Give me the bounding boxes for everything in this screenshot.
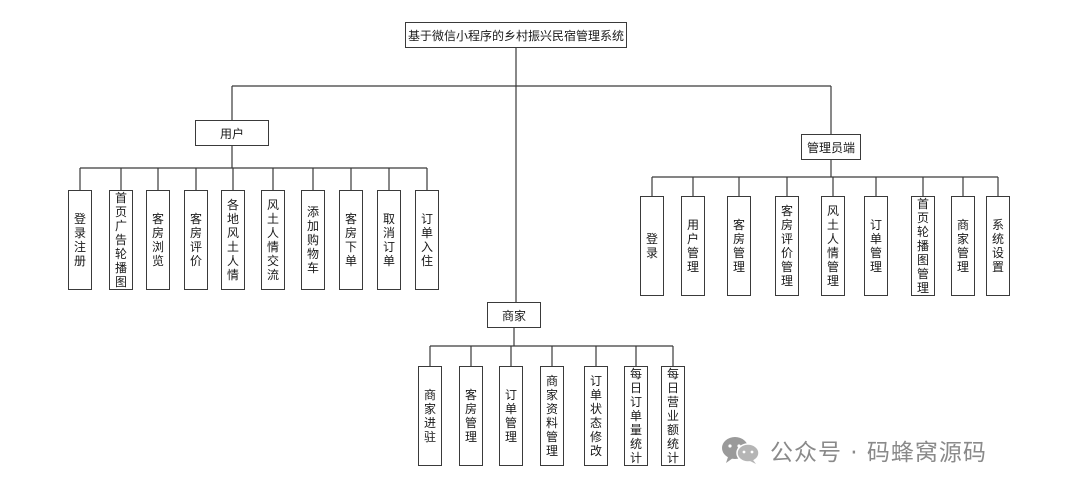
leaf-node: 订单状态修改	[584, 366, 608, 466]
leaf-node: 商家资料管理	[540, 366, 564, 466]
leaf-node: 商家进驻	[418, 366, 442, 466]
root-node: 基于微信小程序的乡村振兴民宿管理系统	[405, 22, 627, 48]
watermark: 公众号 · 码蜂窝源码	[720, 433, 987, 467]
leaf-node: 客房评价管理	[775, 196, 799, 296]
leaf-node: 商家管理	[951, 196, 975, 296]
leaf-node: 风土人情交流	[261, 190, 285, 290]
leaf-node: 客房管理	[727, 196, 751, 296]
leaf-node: 系统设置	[986, 196, 1010, 296]
leaf-node: 每日订单量统计	[624, 366, 648, 466]
watermark-text: 公众号 · 码蜂窝源码	[770, 440, 987, 466]
leaf-node: 登录注册	[68, 190, 92, 290]
leaf-node: 用户管理	[681, 196, 705, 296]
leaf-node: 订单入住	[415, 190, 439, 290]
leaf-node: 各地风土人情	[221, 190, 245, 290]
wechat-icon	[722, 437, 760, 464]
group-node: 用户	[195, 120, 269, 146]
leaf-node: 取消订单	[377, 190, 401, 290]
leaf-node: 风土人情管理	[821, 196, 845, 296]
leaf-node: 客房管理	[459, 366, 483, 466]
leaf-node: 客房浏览	[146, 190, 170, 290]
leaf-node: 每日营业额统计	[661, 366, 685, 466]
leaf-node: 客房下单	[339, 190, 363, 290]
leaf-node: 首页广告轮播图	[109, 190, 133, 290]
group-node: 管理员端	[801, 134, 861, 160]
leaf-node: 客房评价	[184, 190, 208, 290]
group-node: 商家	[487, 302, 541, 328]
leaf-node: 订单管理	[864, 196, 888, 296]
leaf-node: 添加购物车	[301, 190, 325, 290]
leaf-node: 登录	[640, 196, 664, 296]
leaf-node: 订单管理	[499, 366, 523, 466]
leaf-node: 首页轮播图管理	[911, 196, 935, 296]
